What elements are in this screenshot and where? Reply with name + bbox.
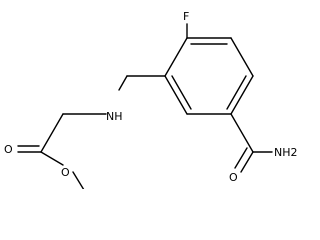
- structure-diagram: F NH O O NH2 O: [4, 10, 298, 189]
- ring-bond-5-inner: [171, 75, 192, 110]
- amide-nitrogen-label: NH2: [274, 146, 298, 159]
- ring-to-amide-bond: [230, 113, 254, 153]
- amine-ch2-bond: [118, 75, 128, 91]
- benzene-ring: [164, 37, 254, 115]
- ring-bond-3-inner: [226, 75, 247, 110]
- ring-bond-2: [230, 37, 254, 77]
- ring-bond-6: [164, 37, 188, 77]
- methoxy-bond: [72, 171, 85, 189]
- ring-bond-5: [164, 75, 188, 115]
- amide-oxygen-label: O: [229, 171, 238, 184]
- fluorine-label: F: [183, 10, 189, 23]
- amine-label: NH: [106, 110, 123, 123]
- amide-c-o-double-1: [240, 151, 254, 173]
- ring-bond-3: [230, 75, 254, 115]
- amide-c-o-double-2: [234, 147, 248, 169]
- ester-ether-oxygen-label: O: [61, 166, 70, 179]
- ester-carbonyl-oxygen-label: O: [4, 143, 13, 156]
- ch2-to-carbonyl-bond: [40, 113, 64, 153]
- ester-c-o-single: [40, 151, 64, 166]
